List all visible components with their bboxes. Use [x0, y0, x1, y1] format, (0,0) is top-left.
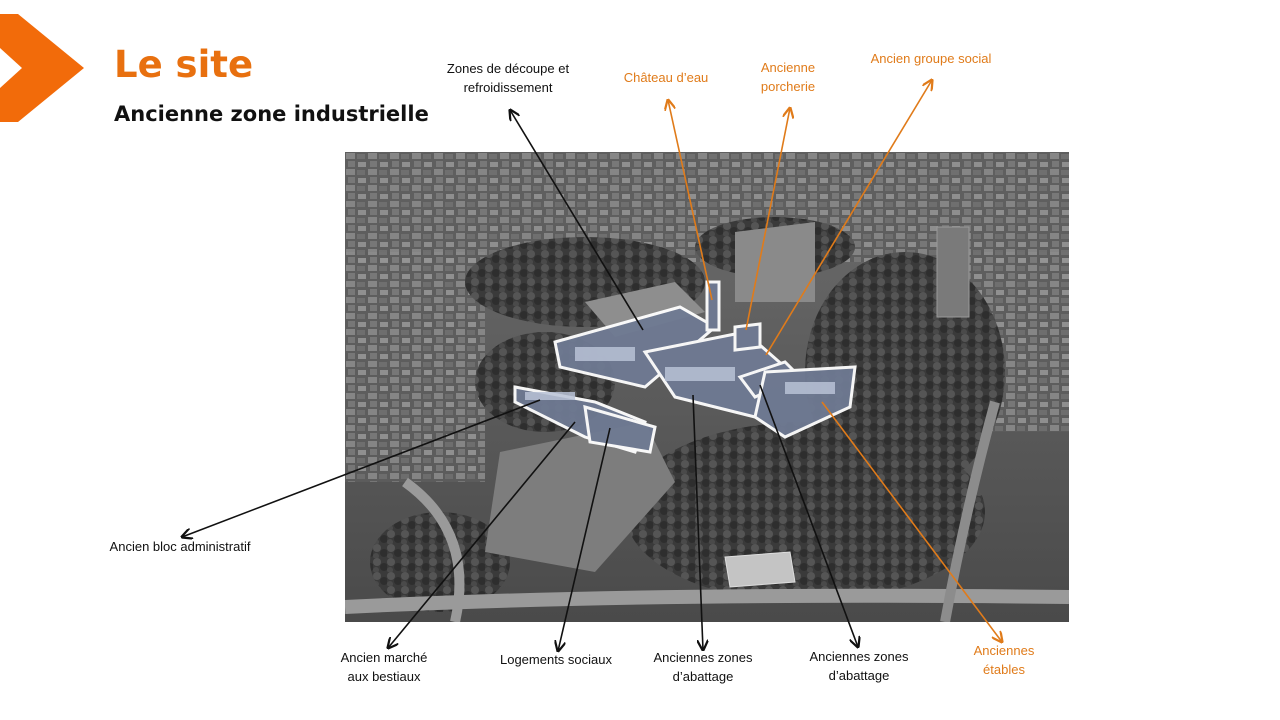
slide-title: Le site [114, 43, 254, 86]
chevron-logo-icon [0, 14, 84, 122]
label-chateau-eau: Château d’eau [623, 70, 709, 85]
slide-subtitle: Ancienne zone industrielle [114, 102, 429, 126]
label-bloc-admin: Ancien bloc administratif [109, 539, 251, 554]
label-ancienne-porcherie: Ancienne porcherie [760, 60, 816, 94]
label-zones-decoupe: Zones de découpe et refroidissement [446, 61, 570, 95]
aerial-photo-drawing [345, 152, 1069, 622]
label-marche-bestiaux: Ancien marché aux bestiaux [340, 650, 428, 684]
label-abattage-1: Anciennes zones d’abattage [653, 650, 753, 684]
aerial-photo [345, 152, 1069, 622]
label-groupe-social: Ancien groupe social [870, 51, 992, 66]
label-abattage-2: Anciennes zones d’abattage [809, 649, 909, 683]
label-etables: Anciennes étables [973, 643, 1035, 677]
label-logements-sociaux: Logements sociaux [499, 652, 612, 667]
